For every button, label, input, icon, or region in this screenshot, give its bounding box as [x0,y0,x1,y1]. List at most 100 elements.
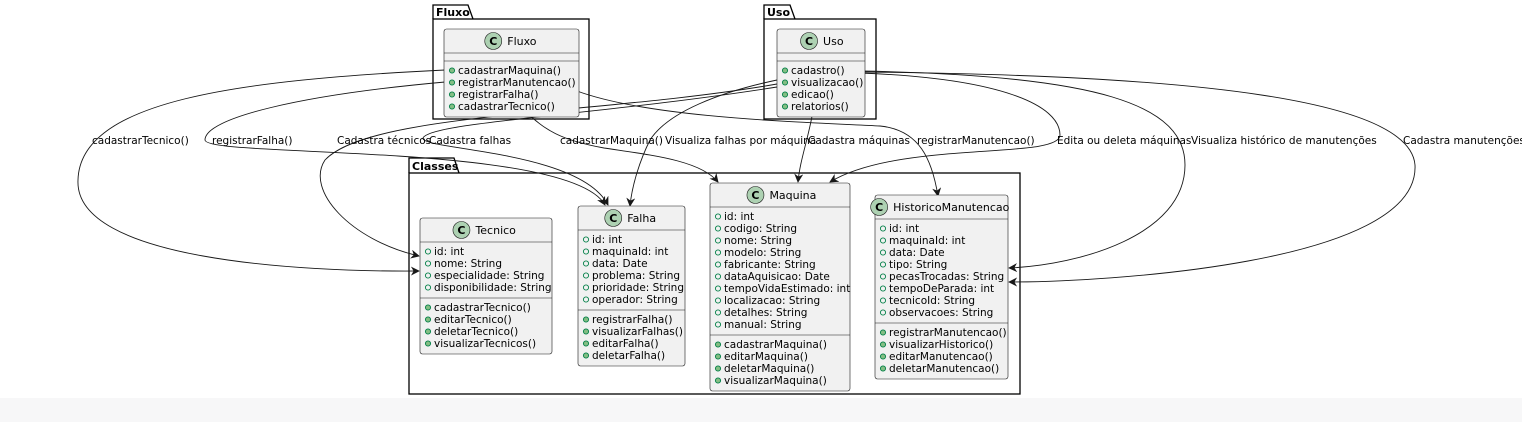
public-visibility-icon [448,103,456,110]
class-c-icon [452,221,471,239]
class-method: registrarFalha() [592,314,673,326]
edge-uso-falha-cadastra [422,86,778,206]
class-c-icon-glyph: C [875,201,883,214]
public-visibility-icon [781,91,789,98]
public-visibility-icon [714,365,722,372]
public-visibility-icon [424,340,432,347]
class-field: tecnicoId: String [889,295,975,307]
public-visibility-icon [582,260,590,267]
class-method: visualizarHistorico() [889,339,993,351]
public-visibility-icon [424,248,432,255]
edge-label-visualiza-historico: Visualiza histórico de manutenções [1191,135,1377,147]
class-field: id: int [889,223,919,235]
class-field: localizacao: String [724,295,820,307]
class-method: cadastrarTecnico() [458,101,555,113]
edge-label-cadastrar-maquina: cadastrarMaquina() [560,135,663,147]
class-c-icon-glyph: C [489,35,497,48]
class-box [577,205,686,367]
edge-labels: cadastrarTecnico() registrarFalha() cada… [92,135,1522,147]
class-method: deletarManutencao() [889,363,999,375]
class-field: id: int [592,234,622,246]
public-visibility-icon [582,316,590,323]
edge-label-edita-deleta: Edita ou deleta máquinas [1057,135,1191,147]
class-box [709,182,851,392]
public-visibility-icon [714,237,722,244]
class-method: cadastrarMaquina() [724,339,827,351]
public-visibility-icon [879,237,887,244]
class-c-icon [604,209,623,227]
class-box [874,194,1009,380]
class-name: Uso [823,35,844,48]
class-method: deletarTecnico() [434,326,518,338]
public-visibility-icon [879,261,887,268]
class-method: registrarManutencao() [458,77,576,89]
edge-label-cadastra-falhas: Cadastra falhas [429,135,511,147]
class-field: detalhes: String [724,307,807,319]
class-c-icon-glyph: C [609,212,617,225]
public-visibility-icon [714,341,722,348]
class-method: editarManutencao() [889,351,993,363]
public-visibility-icon [879,273,887,280]
class-field: maquinaId: int [592,246,668,258]
edge-label-cadastra-maquinas: Cadastra máquinas [808,135,910,147]
class-field: id: int [434,246,464,258]
class-field: pecasTrocadas: String [889,271,1004,283]
edge-fluxo-falha [204,81,606,206]
edge-label-cadastrar-tecnico: cadastrarTecnico() [92,135,189,147]
edge-label-registrar-falha: registrarFalha() [212,135,293,147]
edge-label-registrar-manutencao: registrarManutencao() [917,135,1035,147]
class-field: especialidade: String [434,270,544,282]
public-visibility-icon [781,103,789,110]
class-field: maquinaId: int [889,235,965,247]
public-visibility-icon [879,285,887,292]
public-visibility-icon [582,296,590,303]
class-field: prioridade: String [592,282,684,294]
class-field: manual: String [724,319,802,331]
class-box [776,28,866,118]
public-visibility-icon [879,249,887,256]
public-visibility-icon [448,79,456,86]
class-field: disponibilidade: String [434,282,552,294]
public-visibility-icon [714,309,722,316]
class-field: id: int [724,211,754,223]
public-visibility-icon [424,328,432,335]
edge-uso-historico-cadastra [858,71,1416,287]
public-visibility-icon [424,260,432,267]
class-c-icon-glyph: C [751,189,759,202]
edge-uso-tecnico [319,83,778,259]
public-visibility-icon [879,341,887,348]
public-visibility-icon [714,225,722,232]
class-field: problema: String [592,270,680,282]
class-field: modelo: String [724,247,801,259]
class-method: visualizarMaquina() [724,375,827,387]
class-field: tempoDeParada: int [889,283,994,295]
package-classes-name: Classes [412,160,459,173]
class-method: visualizarTecnicos() [434,338,536,350]
class-field: tipo: String [889,259,947,271]
edge-uso-falha-visualiza [626,79,778,207]
footer-band [0,398,1522,422]
public-visibility-icon [424,304,432,311]
public-visibility-icon [582,236,590,243]
class-name: Tecnico [474,224,516,237]
public-visibility-icon [714,261,722,268]
class-method: cadastrarMaquina() [458,65,561,77]
class-field: observacoes: String [889,307,993,319]
public-visibility-icon [424,316,432,323]
public-visibility-icon [879,297,887,304]
edge-label-visualiza-falhas: Visualiza falhas por máquina [665,135,816,147]
class-name: Maquina [769,189,816,202]
class-method: cadastro() [791,65,845,77]
class-name: Falha [627,212,656,225]
package-uso-name: Uso [767,6,790,19]
edge-fluxo-tecnico [77,69,446,276]
class-method: deletarFalha() [592,350,665,362]
class-method: relatorios() [791,101,849,113]
edge-label-cadastra-manutencoes: Cadastra manutenções [1403,135,1522,147]
edge-fluxo-maquina [524,110,719,183]
public-visibility-icon [879,353,887,360]
